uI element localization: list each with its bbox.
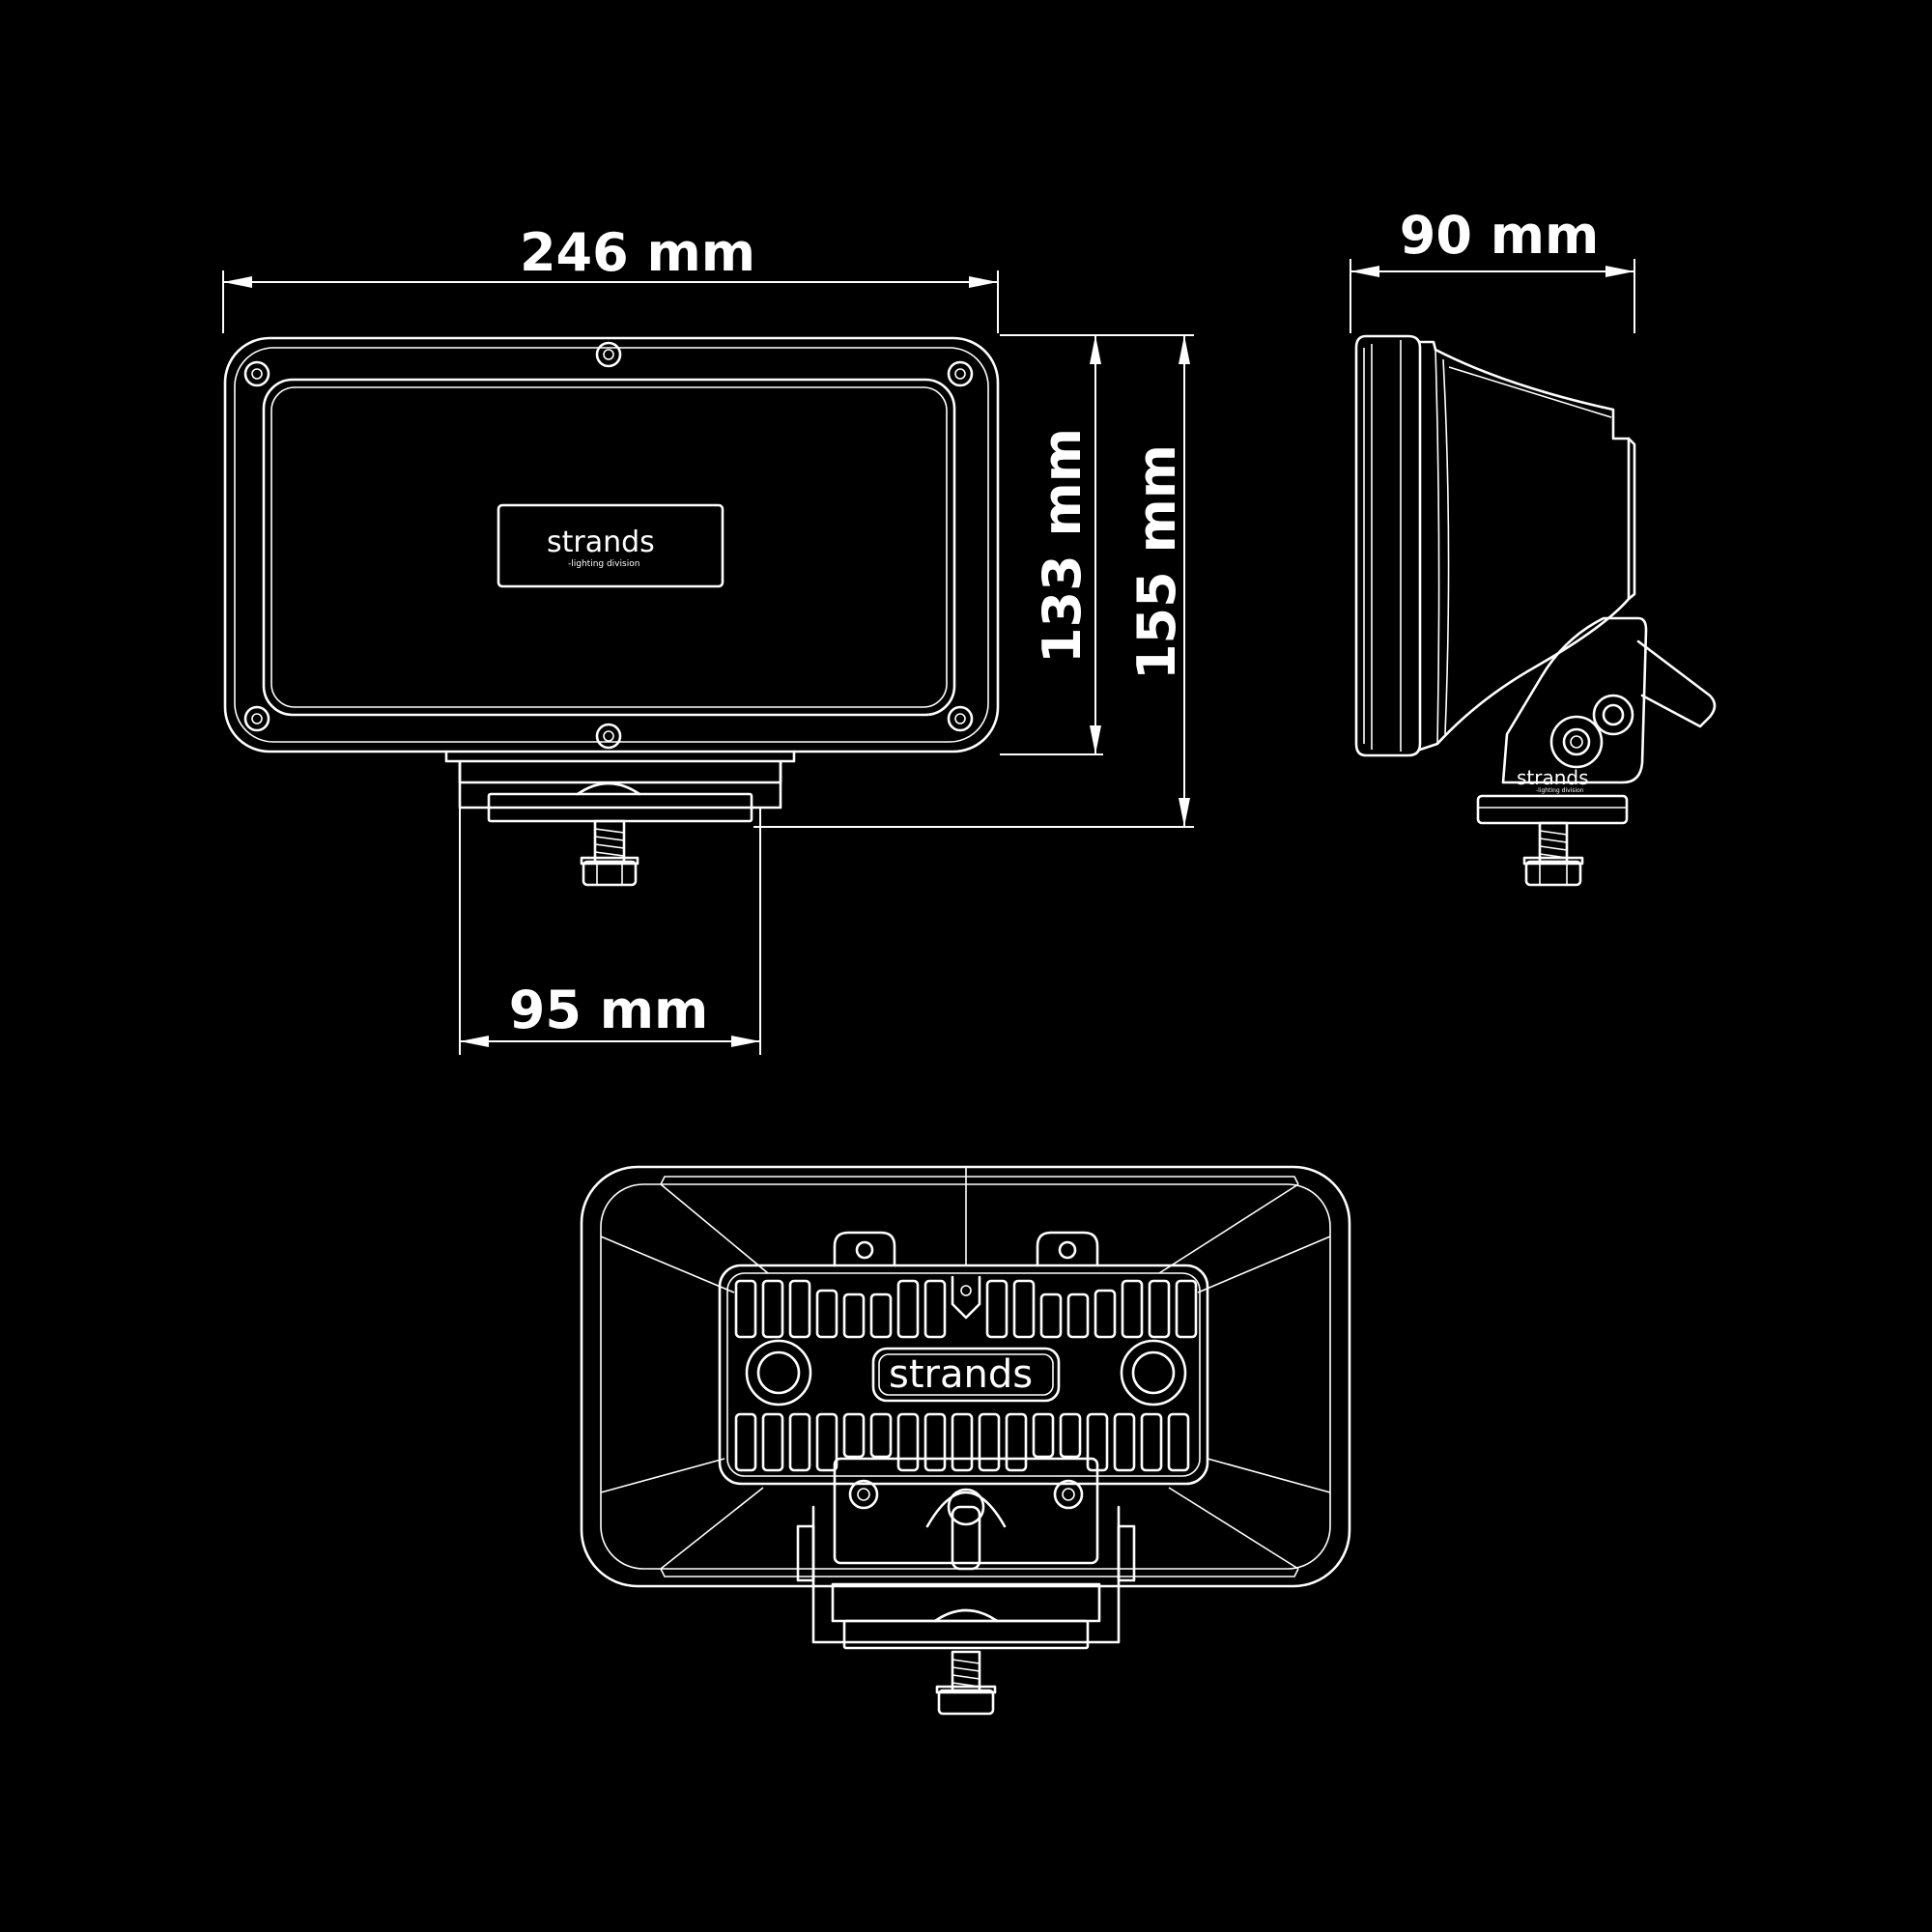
rear-fins-top — [734, 1279, 1198, 1339]
dim-height-lamp-label: 133 mm — [1032, 428, 1093, 664]
dimension-width: 246 mm — [222, 222, 999, 333]
side-view: strands -lighting division — [1354, 334, 1717, 887]
front-screws — [243, 341, 974, 750]
rear-tab-right — [1036, 1231, 1099, 1267]
front-logo-tagline: -lighting division — [568, 559, 639, 569]
front-logo-text: strands — [547, 526, 655, 559]
rear-contour-lines — [600, 1167, 1331, 1570]
rear-boss-right — [1120, 1339, 1187, 1406]
rear-logo-plate — [871, 1347, 1061, 1403]
dimension-depth: 90 mm — [1350, 205, 1635, 333]
side-logo-tagline: -lighting division — [1536, 787, 1584, 794]
side-body — [1418, 340, 1631, 752]
dim-bracket-label: 95 mm — [509, 980, 708, 1040]
side-logo-text: strands — [1517, 766, 1589, 789]
rear-boss-left — [745, 1339, 812, 1406]
front-view: strands -lighting division — [223, 336, 1000, 887]
front-housing-outer — [223, 336, 1000, 753]
rear-logo-text: strands — [889, 1352, 1033, 1397]
front-lens-outer — [262, 378, 956, 717]
rear-view: strands — [580, 1165, 1351, 1716]
dimension-bracket: 95 mm — [459, 808, 761, 1055]
rear-tab-left — [833, 1231, 896, 1267]
dim-height-total-label: 155 mm — [1126, 444, 1187, 680]
front-logo-plate — [497, 503, 724, 588]
rear-mount — [796, 1457, 1136, 1716]
front-bracket — [444, 750, 796, 887]
dimension-height-lamp: 133 mm — [1000, 334, 1103, 755]
side-bracket: strands -lighting division — [1476, 616, 1717, 887]
front-lens-inner — [270, 386, 948, 708]
rear-heatsink-plate — [718, 1264, 1209, 1486]
dim-depth-label: 90 mm — [1400, 205, 1599, 266]
dimension-height-total: 155 mm — [753, 334, 1194, 828]
dim-width-label: 246 mm — [520, 222, 755, 283]
rear-fins-bottom — [734, 1412, 1190, 1472]
side-bezel — [1354, 334, 1422, 757]
front-housing-inner — [234, 347, 989, 743]
